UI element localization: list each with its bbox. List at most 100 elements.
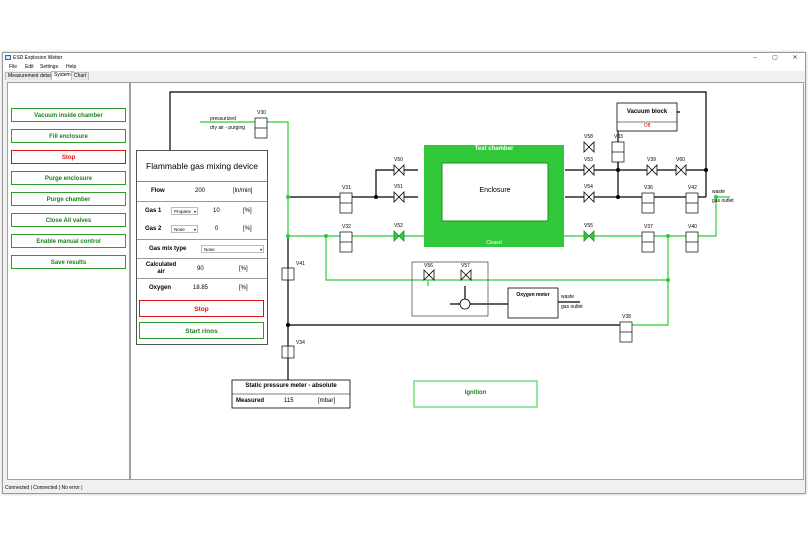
close-all-valves-button[interactable]: Close All valves	[11, 213, 126, 227]
close-icon[interactable]: ✕	[792, 55, 798, 61]
valve-v36	[641, 192, 655, 214]
valve-v38	[619, 321, 633, 343]
menu-help[interactable]: Help	[66, 64, 77, 70]
valve-v55	[583, 230, 595, 242]
static-pressure-value: 115	[284, 398, 294, 404]
valve-v54	[583, 191, 595, 203]
calc-air-unit: [%]	[239, 266, 248, 272]
gas2-label: Gas 2	[145, 226, 162, 232]
o2-waste-label: waste	[561, 294, 575, 300]
valve-v60	[675, 164, 687, 176]
title-bar: ESD Explosion Wetter – ▢ ✕	[3, 53, 805, 63]
save-results-button[interactable]: Save results	[11, 255, 126, 269]
menu-bar: File Edit Settings Help	[3, 63, 805, 71]
o2-gas-outlet-label: gas outlet	[561, 304, 583, 310]
calc-air-value: 90	[197, 266, 204, 272]
menu-edit[interactable]: Edit	[25, 64, 34, 70]
pump-icon	[459, 298, 471, 310]
label-v34: V34	[296, 340, 305, 346]
valve-v39	[646, 164, 658, 176]
label-v57: V57	[461, 263, 470, 269]
valve-v40	[685, 231, 699, 253]
enclosure	[441, 162, 549, 222]
valve-v56	[423, 269, 435, 281]
mix-type-select[interactable]: None▾	[201, 245, 264, 253]
label-v37: V37	[644, 224, 653, 230]
stop-button[interactable]: Stop	[11, 150, 126, 164]
label-v60: V60	[676, 157, 685, 163]
valve-v53	[583, 164, 595, 176]
gas1-unit: [%]	[243, 208, 252, 214]
tab-bar: Measurement details System Chart	[3, 71, 805, 80]
valve-v30	[254, 117, 268, 139]
tab-chart[interactable]: Chart	[71, 72, 90, 80]
label-v51: V51	[394, 184, 403, 190]
label-v52: V52	[394, 223, 403, 229]
valve-v57	[460, 269, 472, 281]
vacuum-block-status: Off	[643, 123, 651, 129]
oxygen-label: Oxygen	[149, 285, 172, 291]
enclosure-label: Enclosure	[479, 187, 511, 194]
static-pressure-label: Measured	[236, 398, 265, 404]
chevron-down-icon: ▾	[193, 227, 196, 232]
flow-value: 200	[195, 188, 206, 194]
flow-label: Flow	[151, 188, 165, 194]
valve-v58	[583, 141, 595, 153]
waste-label: waste	[712, 189, 726, 195]
start-mixing-button[interactable]: Start rinos	[139, 322, 264, 339]
label-v54: V54	[584, 184, 593, 190]
label-v36: V36	[644, 185, 653, 191]
label-v30: V30	[257, 110, 266, 116]
label-v40: V40	[688, 224, 697, 230]
vacuum-chamber-button[interactable]: Vacuum inside chamber	[11, 108, 126, 122]
menu-file[interactable]: File	[9, 64, 18, 70]
label-v53: V53	[584, 157, 593, 163]
valve-v32	[339, 231, 353, 253]
mixing-stop-button[interactable]: Stop	[139, 300, 264, 317]
valve-v51	[393, 191, 405, 203]
pressurized-label: pressurized	[210, 116, 236, 122]
chevron-down-icon: ▾	[193, 209, 196, 214]
v38-green	[626, 280, 669, 326]
oxygen-value: 18.85	[193, 285, 209, 291]
chamber-status: Closed	[486, 240, 502, 246]
fill-enclosure-button[interactable]: Fill enclosure	[11, 129, 126, 143]
gas1-select[interactable]: Propane▾	[171, 207, 198, 215]
gas2-unit: [%]	[243, 226, 252, 232]
minimize-icon[interactable]: –	[753, 55, 757, 61]
label-v56: V56	[424, 263, 433, 269]
enable-manual-control-button[interactable]: Enable manual control	[11, 234, 126, 248]
chevron-down-icon: ▾	[259, 247, 262, 252]
oxygen-meter-box	[507, 287, 559, 319]
window-title: ESD Explosion Wetter	[13, 55, 63, 61]
static-pressure-unit: [mbar]	[318, 398, 336, 404]
oxygen-loop-green	[325, 236, 669, 281]
gas2-select[interactable]: None▾	[171, 225, 198, 233]
ignition-button[interactable]: Ignition	[464, 390, 487, 396]
valve-v34	[281, 345, 295, 359]
label-v33: V33	[614, 134, 623, 140]
valve-v52	[393, 230, 405, 242]
flow-unit: [ln/min]	[233, 188, 253, 194]
gas1-value: 10	[213, 208, 220, 214]
label-v58: V58	[584, 134, 593, 140]
purge-enclosure-button[interactable]: Purge enclosure	[11, 171, 126, 185]
label-v55: V55	[584, 223, 593, 229]
oxygen-unit: [%]	[239, 285, 248, 291]
test-chamber-title: Test chamber	[474, 146, 514, 152]
label-v50: V50	[394, 157, 403, 163]
calc-air-label-2: air	[157, 269, 165, 275]
valve-v31	[339, 192, 353, 214]
menu-settings[interactable]: Settings	[40, 64, 59, 70]
valve-v35	[611, 141, 625, 163]
dry-air-label: dry air - purging	[210, 125, 246, 131]
purge-chamber-button[interactable]: Purge chamber	[11, 192, 126, 206]
valve-v50	[393, 164, 405, 176]
maximize-icon[interactable]: ▢	[772, 55, 778, 61]
mixing-title: Flammable gas mixing device	[137, 151, 267, 182]
app-icon	[5, 55, 11, 60]
oxygen-meter-title: Oxygen meter	[516, 292, 550, 298]
gas1-label: Gas 1	[145, 208, 162, 214]
label-v32: V32	[342, 224, 351, 230]
gas-outlet-label: gas outlet	[712, 198, 734, 204]
